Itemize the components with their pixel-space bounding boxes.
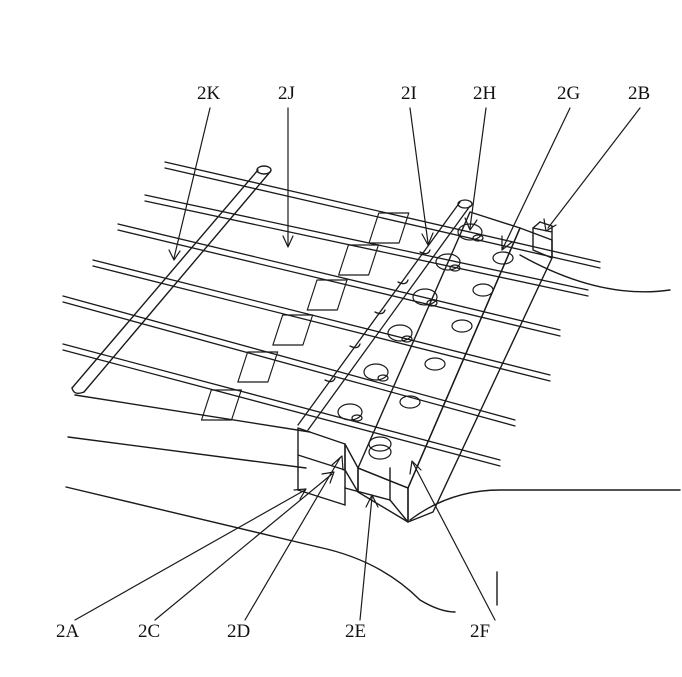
front-tube [297, 199, 473, 431]
label-2H: 2H [473, 83, 497, 104]
label-2I: 2I [401, 83, 417, 104]
label-2D: 2D [227, 621, 251, 642]
label-2C: 2C [138, 621, 161, 642]
bridge-block [297, 211, 553, 523]
rear-rod [71, 165, 272, 395]
label-2A: 2A [56, 621, 80, 642]
spring-coils [368, 251, 514, 460]
label-2F: 2F [470, 621, 491, 642]
label-2K: 2K [197, 83, 221, 104]
label-2E: 2E [345, 621, 367, 642]
label-2B: 2B [628, 83, 651, 104]
saddle-pockets [200, 212, 484, 422]
instrument-body [65, 254, 681, 613]
label-2G: 2G [557, 83, 581, 104]
strings [62, 161, 601, 467]
label-2J: 2J [278, 83, 295, 104]
leader-lines [74, 107, 641, 621]
